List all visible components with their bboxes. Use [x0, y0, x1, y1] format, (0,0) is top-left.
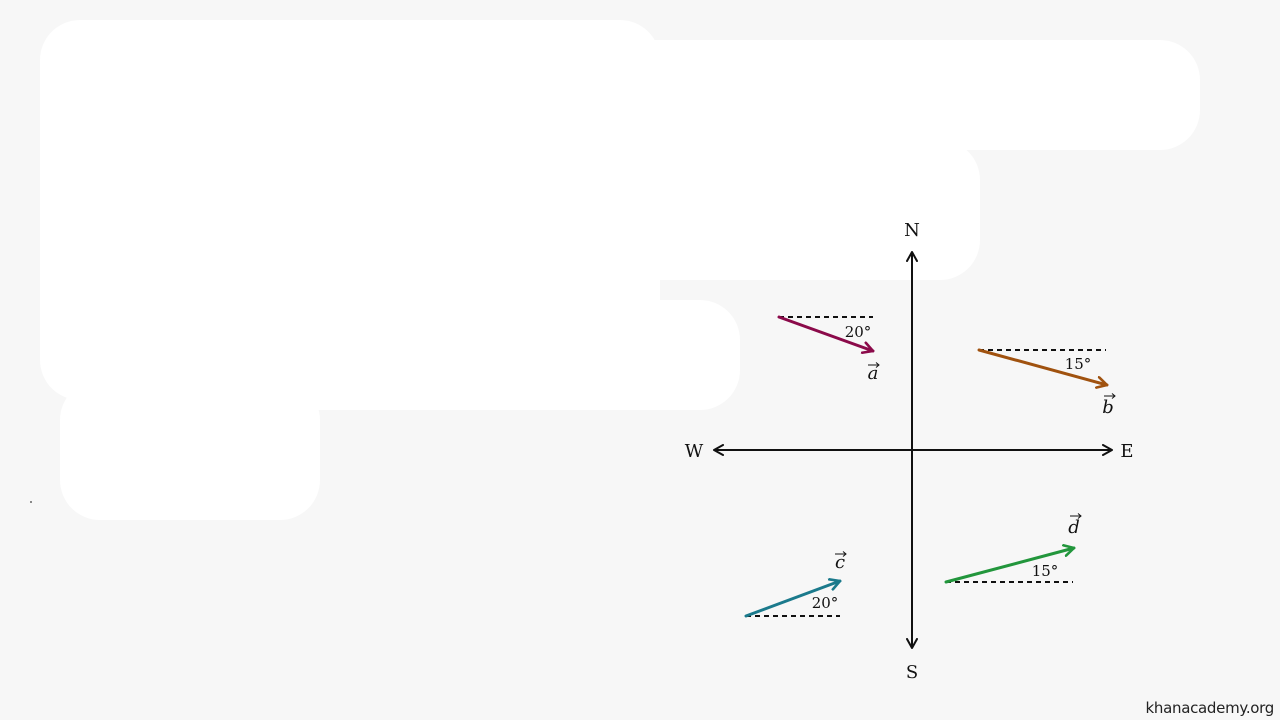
vector-d-angle-label: 15°: [1032, 562, 1059, 580]
vector-a-angle-label: 20°: [845, 323, 872, 341]
east-label: E: [1120, 441, 1133, 462]
vector-c-arrow: [744, 581, 842, 618]
vector-c-label: c: [835, 551, 847, 573]
vector-b-label: b: [1102, 393, 1116, 418]
vector-c-angle-label: 20°: [812, 594, 839, 612]
vector-d-overarrow-icon: [1070, 513, 1082, 519]
pen-dot: [30, 501, 32, 503]
vector-a-label: a: [868, 362, 880, 384]
vector-a-arrow: [777, 315, 875, 351]
west-label: W: [685, 441, 704, 462]
vector-d-arrow: [944, 548, 1076, 584]
vector-c-symbol: c: [835, 552, 845, 573]
north-label: N: [904, 220, 920, 241]
vector-d-symbol: d: [1068, 517, 1080, 538]
south-label: S: [906, 662, 918, 683]
vector-b-angle-label: 15°: [1065, 355, 1092, 373]
erased-area: [380, 140, 980, 280]
watermark: khanacademy.org: [1145, 699, 1275, 717]
vector-b-symbol: b: [1102, 397, 1114, 418]
vector-b-overarrow-icon: [1104, 393, 1116, 399]
vector-b-arrow: [977, 348, 1109, 385]
erased-area: [380, 40, 1200, 150]
vector-a-overarrow-icon: [868, 362, 880, 368]
vector-d-label: d: [1068, 513, 1082, 538]
erased-area: [60, 380, 320, 520]
vector-a-symbol: a: [868, 363, 879, 384]
vector-c-overarrow-icon: [835, 551, 847, 557]
